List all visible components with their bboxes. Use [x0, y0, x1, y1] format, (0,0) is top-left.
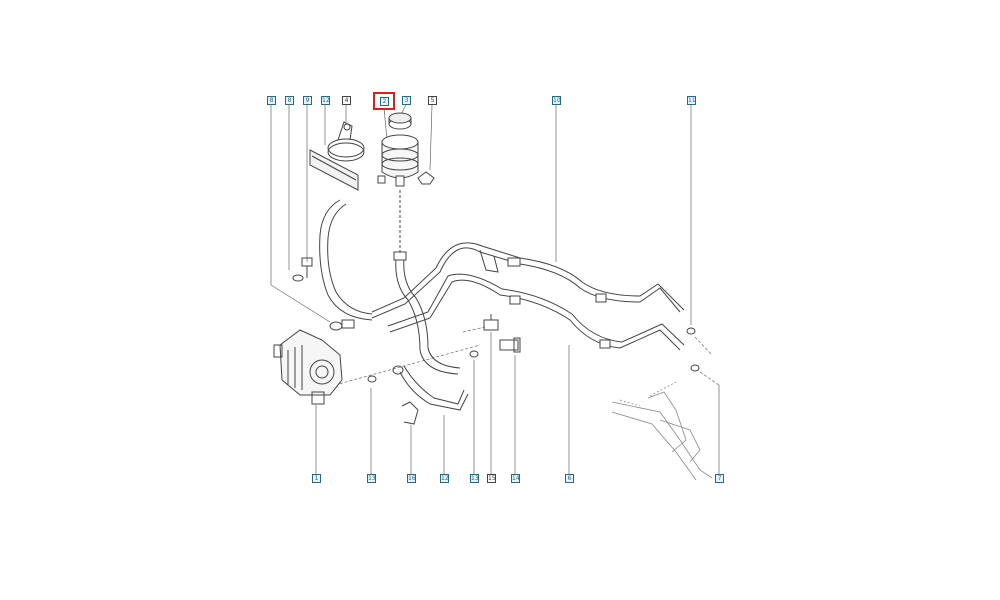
callout-label[interactable]: 1	[312, 474, 321, 483]
callout-label[interactable]: 7	[715, 474, 724, 483]
callout-label[interactable]: 15	[487, 474, 496, 483]
o-ring-lower	[690, 364, 700, 372]
outlet-pipe	[392, 365, 469, 411]
callout-label-highlighted[interactable]: 2	[380, 97, 389, 106]
pipe-bracket	[479, 249, 499, 273]
seal-ring-left	[367, 375, 377, 383]
callout-label[interactable]: 8	[267, 96, 276, 105]
supply-hose	[319, 199, 373, 321]
callout-label[interactable]: 12	[321, 96, 330, 105]
callout-label[interactable]: 12	[440, 474, 449, 483]
selected-part-highlight	[373, 92, 395, 110]
return-pipe	[387, 273, 685, 351]
union-fitting-14	[499, 337, 521, 353]
power-steering-pump	[273, 329, 343, 405]
banjo-fitting	[329, 319, 355, 331]
reservoir-cap	[388, 112, 412, 130]
callout-label[interactable]: 13	[470, 474, 479, 483]
reservoir-clamp	[327, 121, 365, 162]
callout-label[interactable]: 14	[511, 474, 520, 483]
bolt-and-washer	[292, 257, 313, 282]
callout-label[interactable]: 16	[407, 474, 416, 483]
leader-lines	[270, 104, 720, 474]
seal-ring-right	[469, 350, 479, 358]
callout-label[interactable]: 13	[367, 474, 376, 483]
callout-label[interactable]: 10	[552, 96, 561, 105]
steering-rack	[611, 381, 713, 481]
union-fitting-15	[483, 314, 499, 331]
callout-label[interactable]: 3	[402, 96, 411, 105]
callout-label[interactable]: 5	[428, 96, 437, 105]
callout-label[interactable]: 6	[565, 474, 574, 483]
o-ring-upper	[686, 327, 696, 335]
callout-label[interactable]: 8	[285, 96, 294, 105]
pipe-clip	[401, 401, 419, 425]
return-hose	[393, 190, 461, 375]
hose-clip	[417, 171, 435, 185]
callout-label[interactable]: 11	[687, 96, 696, 105]
callout-label[interactable]: 4	[342, 96, 351, 105]
bracket-strip	[309, 149, 359, 191]
pressure-pipe	[371, 242, 685, 319]
callout-label[interactable]: 9	[303, 96, 312, 105]
reservoir	[377, 134, 419, 187]
